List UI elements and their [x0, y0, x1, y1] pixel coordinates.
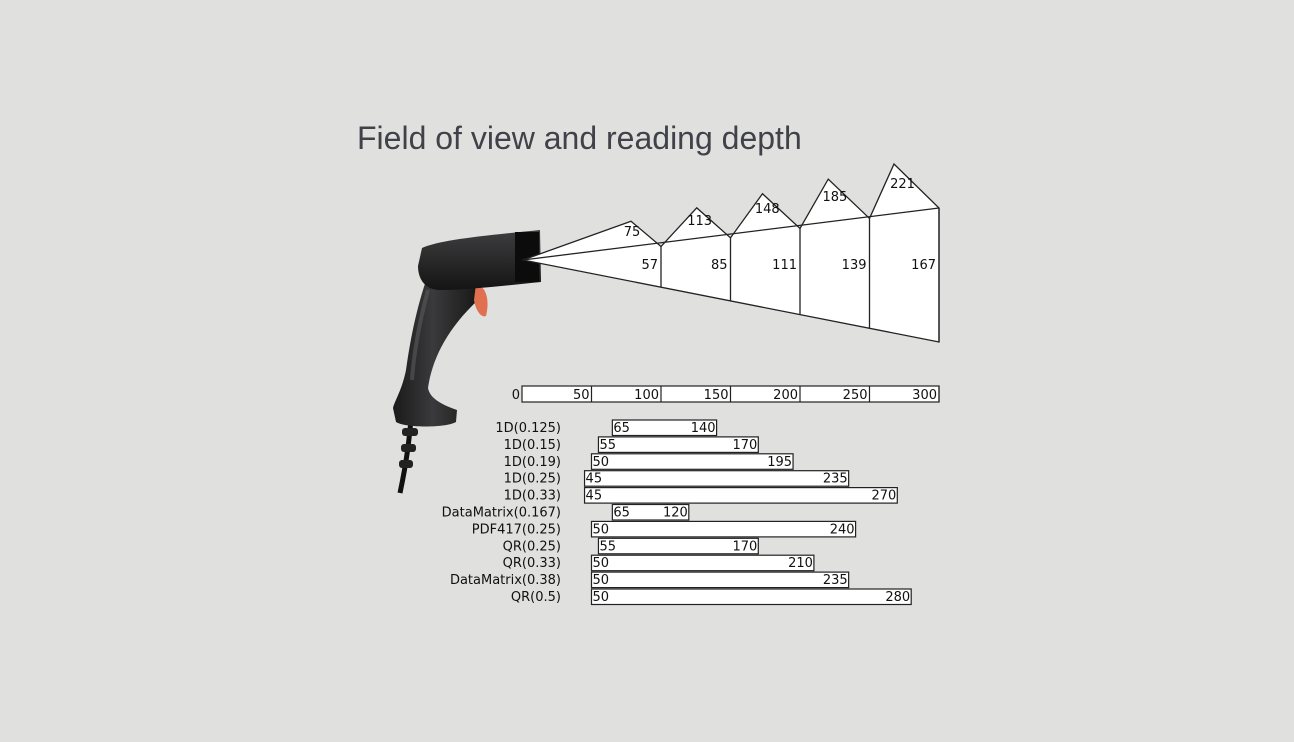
barcode-scanner-gun-icon — [393, 230, 541, 494]
depth-axis: 0 50 100 150 200 250 300 — [512, 385, 940, 403]
depth-axis-tick-label: 0 — [512, 388, 520, 403]
reading-range-row: 1D(0.33) 45 270 — [504, 487, 898, 504]
reading-range-bar — [590, 554, 815, 572]
depth-axis-tick-label: 200 — [773, 388, 798, 403]
fov-lower-width-label: 85 — [711, 258, 728, 273]
fov-upper-width-label: 221 — [890, 177, 915, 192]
reading-range-row: QR(0.33) 50 210 — [503, 554, 815, 572]
reading-range-row: QR(0.25) 55 170 — [503, 537, 759, 555]
reading-range-label: QR(0.5) — [511, 590, 561, 605]
reading-range-min-label: 55 — [599, 438, 616, 453]
depth-axis-tick-label: 150 — [704, 388, 729, 403]
reading-range-label: DataMatrix(0.167) — [442, 506, 561, 521]
reading-range-bar — [583, 470, 850, 487]
reading-range-bar — [597, 436, 759, 453]
reading-range-min-label: 50 — [593, 455, 610, 470]
reading-range-label: 1D(0.25) — [504, 472, 561, 487]
reading-range-row: DataMatrix(0.167) 65 120 — [442, 503, 690, 521]
reading-range-max-label: 120 — [663, 506, 688, 521]
chart-title: Field of view and reading depth — [357, 120, 802, 156]
reading-range-max-label: 240 — [830, 522, 855, 537]
reading-range-label: 1D(0.15) — [504, 438, 561, 453]
reading-range-max-label: 270 — [871, 489, 896, 504]
depth-axis-tick-label: 300 — [912, 388, 937, 403]
reading-range-row: QR(0.5) 50 280 — [511, 588, 912, 606]
fov-center-line — [522, 207, 940, 261]
reading-range-bar — [611, 419, 718, 437]
reading-range-max-label: 140 — [691, 421, 716, 436]
reading-range-max-label: 280 — [885, 590, 910, 605]
reading-range-bar — [590, 520, 857, 538]
reading-range-min-label: 65 — [613, 421, 630, 436]
reading-range-min-label: 65 — [613, 506, 630, 521]
reading-range-label: PDF417(0.25) — [472, 522, 561, 537]
reading-range-bar — [590, 453, 794, 470]
reading-range-label: 1D(0.125) — [495, 421, 561, 436]
reading-range-max-label: 235 — [823, 472, 848, 487]
reading-range-min-label: 45 — [586, 472, 603, 487]
reading-range-max-label: 235 — [823, 573, 848, 588]
reading-range-max-label: 195 — [767, 455, 792, 470]
reading-range-bar — [611, 503, 690, 521]
fov-lower-width-label: 111 — [772, 258, 797, 273]
reading-range-min-label: 55 — [599, 539, 616, 554]
reading-range-min-label: 45 — [586, 489, 603, 504]
reading-range-min-label: 50 — [593, 522, 610, 537]
reading-range-label: DataMatrix(0.38) — [450, 573, 561, 588]
reading-range-bar — [590, 571, 850, 589]
reading-range-bar — [583, 487, 898, 504]
field-of-view-diagram: 75 57 113 85 148 111 185 139 221 167 — [520, 162, 940, 343]
reading-range-row: PDF417(0.25) 50 240 — [472, 520, 857, 538]
fov-upper-width-label: 75 — [624, 225, 641, 240]
reading-range-row: DataMatrix(0.38) 50 235 — [450, 571, 850, 589]
fov-upper-width-label: 185 — [822, 190, 847, 205]
reading-range-max-label: 170 — [732, 539, 757, 554]
depth-axis-tick-label: 50 — [573, 388, 590, 403]
fov-upper-width-label: 113 — [687, 214, 712, 229]
reading-range-min-label: 50 — [593, 590, 610, 605]
depth-axis-tick-label: 250 — [843, 388, 868, 403]
reading-range-label: 1D(0.19) — [504, 455, 561, 470]
reading-range-min-label: 50 — [593, 556, 610, 571]
reading-range-bar — [590, 588, 912, 606]
reading-range-row: 1D(0.25) 45 235 — [504, 470, 850, 487]
reading-range-label: 1D(0.33) — [504, 489, 561, 504]
reading-range-min-label: 50 — [593, 573, 610, 588]
reading-range-bar — [597, 537, 759, 555]
fov-lower-width-label: 57 — [641, 258, 658, 273]
reading-range-row: 1D(0.125) 65 140 — [495, 419, 718, 437]
depth-axis-tick-label: 100 — [634, 388, 659, 403]
reading-range-label: QR(0.25) — [503, 539, 561, 554]
reading-range-max-label: 210 — [788, 556, 813, 571]
reading-range-max-label: 170 — [732, 438, 757, 453]
reading-range-row: 1D(0.19) 50 195 — [504, 453, 794, 470]
reading-range-row: 1D(0.15) 55 170 — [504, 436, 759, 453]
reading-range-bars: 1D(0.125) 65 140 1D(0.15) 55 170 1D(0.19) 50 195… — [442, 419, 912, 606]
fov-lower-width-label: 167 — [911, 258, 936, 273]
reading-range-label: QR(0.33) — [503, 556, 561, 571]
fov-lower-width-label: 139 — [842, 258, 867, 273]
fov-upper-width-label: 148 — [755, 202, 780, 217]
